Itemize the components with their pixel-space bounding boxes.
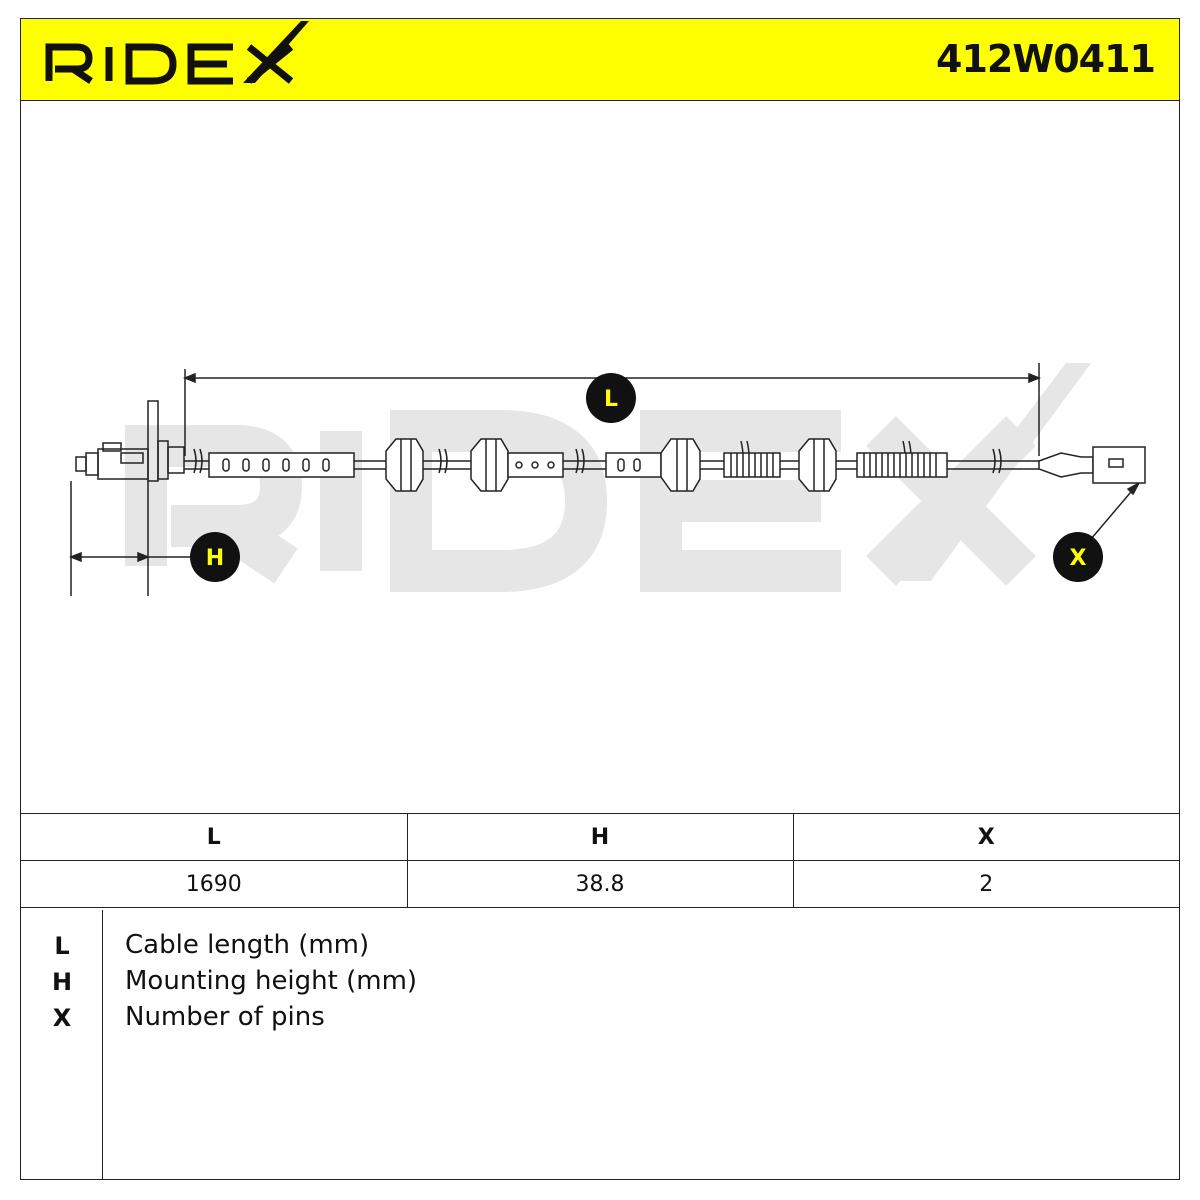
callout-l: L <box>586 373 636 423</box>
header-x: X <box>792 813 1179 861</box>
logo-swoosh <box>243 21 309 83</box>
value-l: 1690 <box>21 860 408 908</box>
legend-key-column: L H X <box>21 910 103 1180</box>
spec-table: L H X 1690 38.8 2 <box>21 813 1179 908</box>
legend-desc-h: Mounting height (mm) <box>125 966 418 996</box>
legend-desc-x: Number of pins <box>125 1002 325 1032</box>
value-x: 2 <box>792 860 1179 908</box>
callout-x: X <box>1053 532 1103 582</box>
svg-text:H: H <box>206 546 224 571</box>
watermark-swoosh <box>901 363 1091 581</box>
legend-key-h: H <box>51 968 73 996</box>
svg-text:X: X <box>1070 546 1087 571</box>
svg-text:L: L <box>604 387 618 412</box>
legend-desc-l: Cable length (mm) <box>125 930 370 960</box>
legend-key-x: X <box>52 1004 72 1032</box>
callout-h: H <box>190 532 240 582</box>
value-h: 38.8 <box>406 860 794 908</box>
header-bar: 412W0411 <box>21 19 1179 101</box>
header-h: H <box>406 813 794 861</box>
spec-value-row: 1690 38.8 2 <box>21 860 1179 908</box>
legend-key-l: L <box>54 932 70 960</box>
spec-header-row: L H X <box>21 813 1179 861</box>
part-number: 412W0411 <box>936 37 1156 81</box>
header-l: L <box>21 813 408 861</box>
ridex-logo <box>45 21 309 85</box>
clip-holes-1 <box>222 458 330 472</box>
legend: L H X Cable length (mm) Mounting height … <box>21 910 1179 1180</box>
product-sheet: 412W0411 <box>20 18 1180 1180</box>
technical-drawing: L H X <box>68 363 1146 596</box>
